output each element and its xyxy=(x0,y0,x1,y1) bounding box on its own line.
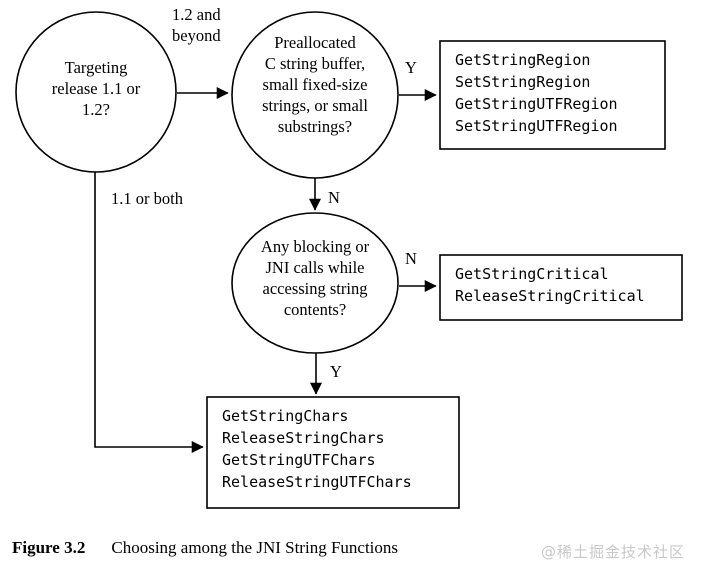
result-box-critical-functions-text: GetStringCritical ReleaseStringCritical xyxy=(455,265,645,305)
edge-label-1-2-and-beyond: 1.2 and beyond xyxy=(172,5,221,45)
edge-label-preallocated-yes: Y xyxy=(405,58,417,77)
edge-label-blocking-no: N xyxy=(405,249,417,268)
decision-circle-blocking-jni-calls-label: Any blocking or JNI calls while accessin… xyxy=(260,237,370,319)
result-box-region-functions-text: GetStringRegion SetStringRegion GetStrin… xyxy=(455,51,618,135)
result-box-chars-functions-text: GetStringChars ReleaseStringChars GetStr… xyxy=(222,407,412,491)
edge-label-1-1-or-both: 1.1 or both xyxy=(111,189,183,208)
edge-release-to-chars xyxy=(94,172,204,453)
figure-caption-title: Choosing among the JNI String Functions xyxy=(111,538,399,557)
decision-circle-preallocated-buffer-label: Preallocated C string buffer, small fixe… xyxy=(262,33,368,136)
watermark-text: @稀土掘金技术社区 xyxy=(540,543,685,561)
figure-caption-label: Figure 3.2 xyxy=(12,538,86,557)
edge-label-blocking-yes: Y xyxy=(330,362,342,381)
decision-circle-targeting-release-label: Targeting release 1.1 or 1.2? xyxy=(51,58,141,119)
edge-label-preallocated-no: N xyxy=(328,188,340,207)
figure-caption: Figure 3.2 Choosing among the JNI String… xyxy=(12,538,398,558)
